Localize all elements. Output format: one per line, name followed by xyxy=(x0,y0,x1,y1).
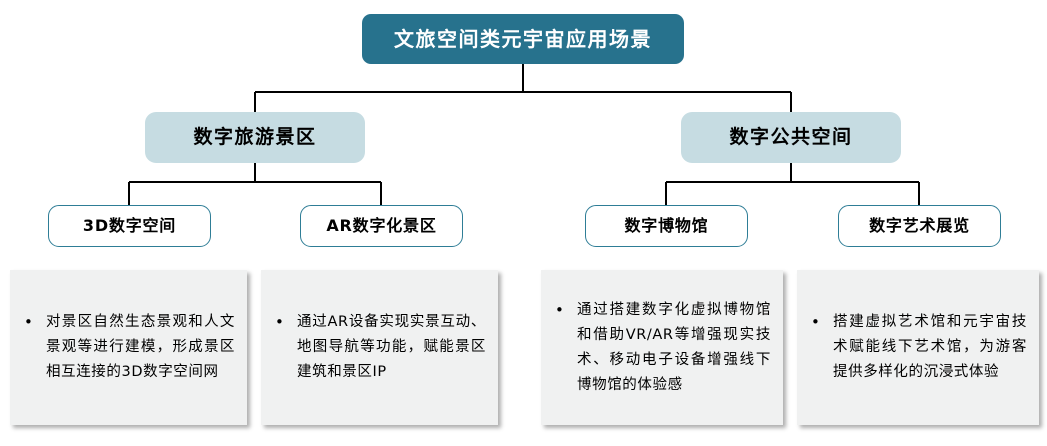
leaf-node-digital-museum[interactable]: 数字博物馆 xyxy=(585,205,748,247)
bullet-icon: • xyxy=(275,313,284,331)
description-text: 通过AR设备实现实景互动、地图导航等功能，赋能景区建筑和景区IP xyxy=(297,314,486,380)
bullet-row: • 搭建虚拟艺术馆和元宇宙技术赋能线下艺术馆，为游客提供多样化的沉浸式体验 xyxy=(797,310,1039,385)
bullet-row: • 通过AR设备实现实景互动、地图导航等功能，赋能景区建筑和景区IP xyxy=(261,310,498,385)
branch-node-label: 数字旅游景区 xyxy=(193,126,317,148)
description-card-digital-museum: • 通过搭建数字化虚拟博物馆和借助VR/AR等增强现实技术、移动电子设备增强线下… xyxy=(541,270,783,425)
branch-node-digital-public-space[interactable]: 数字公共空间 xyxy=(681,112,901,163)
description-text: 通过搭建数字化虚拟博物馆和借助VR/AR等增强现实技术、移动电子设备增强线下博物… xyxy=(577,301,771,393)
root-node-label: 文旅空间类元宇宙应用场景 xyxy=(394,27,652,51)
bullet-row: • 通过搭建数字化虚拟博物馆和借助VR/AR等增强现实技术、移动电子设备增强线下… xyxy=(541,298,783,398)
leaf-node-label: AR数字化景区 xyxy=(326,216,437,235)
description-text: 对景区自然生态景观和人文景观等进行建模，形成景区相互连接的3D数字空间网 xyxy=(46,314,235,380)
leaf-node-3d-digital-space[interactable]: 3D数字空间 xyxy=(48,205,211,247)
leaf-node-digital-art-exhibition[interactable]: 数字艺术展览 xyxy=(838,205,1001,247)
branch-node-digital-scenic-area[interactable]: 数字旅游景区 xyxy=(145,112,365,163)
leaf-node-ar-digital-scenic-area[interactable]: AR数字化景区 xyxy=(300,205,463,247)
bullet-icon: • xyxy=(555,300,564,319)
leaf-node-label: 3D数字空间 xyxy=(82,216,177,235)
bullet-icon: • xyxy=(24,313,33,331)
description-text: 搭建虚拟艺术馆和元宇宙技术赋能线下艺术馆，为游客提供多样化的沉浸式体验 xyxy=(833,314,1027,380)
description-card-ar-digital-scenic-area: • 通过AR设备实现实景互动、地图导航等功能，赋能景区建筑和景区IP xyxy=(261,270,498,425)
leaf-node-label: 数字艺术展览 xyxy=(869,216,970,235)
description-card-digital-art-exhibition: • 搭建虚拟艺术馆和元宇宙技术赋能线下艺术馆，为游客提供多样化的沉浸式体验 xyxy=(797,270,1039,425)
branch-node-label: 数字公共空间 xyxy=(729,126,853,148)
bullet-row: • 对景区自然生态景观和人文景观等进行建模，形成景区相互连接的3D数字空间网 xyxy=(10,310,247,385)
bullet-icon: • xyxy=(811,313,820,331)
root-node[interactable]: 文旅空间类元宇宙应用场景 xyxy=(362,14,684,64)
description-card-3d-digital-space: • 对景区自然生态景观和人文景观等进行建模，形成景区相互连接的3D数字空间网 xyxy=(10,270,247,425)
leaf-node-label: 数字博物馆 xyxy=(624,216,709,235)
